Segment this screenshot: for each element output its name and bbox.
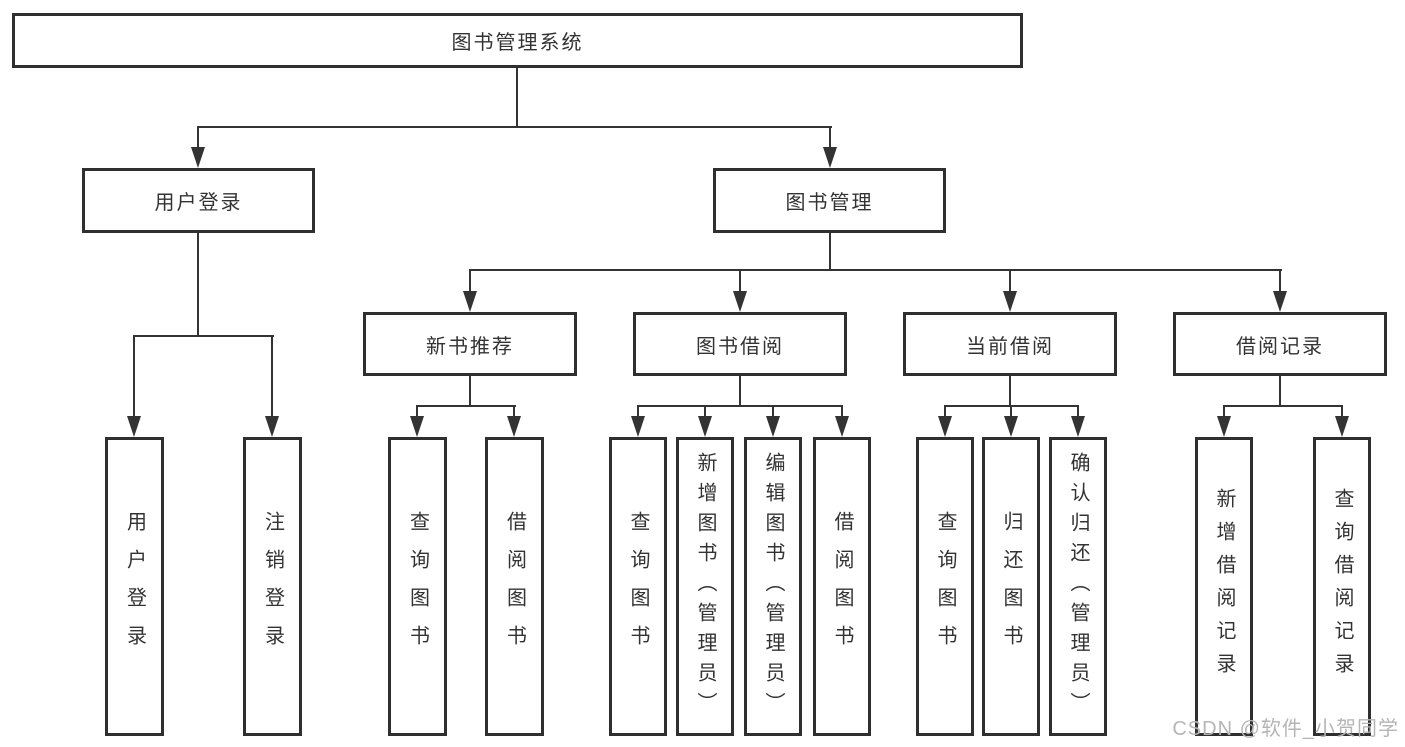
connector-drop-current-borrowing bbox=[1009, 270, 1011, 293]
node-library-management-system: 图书管理系统 bbox=[12, 13, 1023, 68]
node-label: 新书推荐 bbox=[426, 335, 514, 358]
leaf-label: 借阅图书 bbox=[831, 510, 853, 663]
connector-drop-br-query bbox=[1341, 406, 1343, 418]
connector-drop-cb-return bbox=[1010, 406, 1012, 418]
node-label: 用户登录 bbox=[154, 192, 243, 214]
arrowhead-leaf-user-login bbox=[127, 416, 141, 437]
connector-user-login-rail bbox=[133, 335, 274, 337]
leaf-add-book-admin: 新增图书（管理员） bbox=[676, 437, 734, 736]
arrowhead-br-add bbox=[1217, 416, 1231, 437]
leaf-borrowing-query-books: 查询图书 bbox=[609, 437, 667, 736]
leaf-current-query-books: 查询图书 bbox=[916, 437, 974, 736]
leaf-label: 查询图书 bbox=[934, 510, 956, 663]
leaf-return-books: 归还图书 bbox=[982, 437, 1040, 736]
arrowhead-book-management bbox=[823, 147, 837, 168]
connector-drop-book-management bbox=[829, 127, 831, 149]
arrowhead-bb-borrow bbox=[835, 416, 849, 437]
arrowhead-cb-confirm bbox=[1071, 416, 1085, 437]
connector-borrowing-records-stem bbox=[1279, 376, 1281, 407]
connector-drop-new-book-recommend bbox=[469, 270, 471, 293]
arrowhead-recommend-query bbox=[410, 416, 424, 437]
connector-drop-bb-add bbox=[704, 406, 706, 418]
connector-current-borrowing-stem bbox=[1009, 376, 1011, 407]
leaf-recommend-borrow-books: 借阅图书 bbox=[485, 437, 544, 736]
leaf-label: 借阅图书 bbox=[503, 510, 526, 663]
node-new-book-recommend: 新书推荐 bbox=[363, 312, 577, 376]
connector-drop-book-borrowing bbox=[739, 270, 741, 293]
connector-drop-bb-query bbox=[637, 406, 639, 418]
leaf-label: 注销登录 bbox=[261, 510, 284, 663]
connector-root-rail bbox=[197, 126, 832, 128]
connector-drop-borrowing-records bbox=[1279, 270, 1281, 293]
node-label: 当前借阅 bbox=[966, 335, 1054, 358]
leaf-logout: 注销登录 bbox=[243, 437, 302, 736]
arrowhead-current-borrowing bbox=[1003, 291, 1017, 312]
connector-drop-leaf-user-login bbox=[133, 336, 135, 418]
arrowhead-recommend-borrow bbox=[507, 416, 521, 437]
leaf-label: 新增图书（管理员） bbox=[694, 451, 716, 722]
connector-root-stem bbox=[516, 68, 518, 127]
node-book-management: 图书管理 bbox=[713, 168, 946, 233]
connector-drop-user-login bbox=[197, 127, 199, 149]
leaf-add-borrow-record: 新增借阅记录 bbox=[1195, 437, 1253, 736]
connector-new-book-recommend-stem bbox=[469, 376, 471, 407]
arrowhead-bb-add bbox=[698, 416, 712, 437]
node-label: 借阅记录 bbox=[1236, 335, 1324, 358]
connector-new-book-recommend-rail bbox=[416, 405, 516, 407]
leaf-label: 新增借阅记录 bbox=[1213, 487, 1235, 686]
leaf-label: 归还图书 bbox=[1000, 510, 1022, 663]
node-book-borrowing: 图书借阅 bbox=[633, 312, 847, 376]
leaf-label: 查询图书 bbox=[627, 510, 649, 663]
arrowhead-br-query bbox=[1335, 416, 1349, 437]
connector-drop-bb-edit bbox=[772, 406, 774, 418]
connector-book-management-rail bbox=[469, 269, 1282, 271]
csdn-watermark: CSDN @软件_小贺同学 bbox=[1172, 718, 1399, 740]
connector-drop-recommend-borrow bbox=[513, 406, 515, 418]
arrowhead-bb-edit bbox=[766, 416, 780, 437]
connector-drop-br-add bbox=[1223, 406, 1225, 418]
connector-borrowing-records-rail bbox=[1223, 405, 1343, 407]
arrowhead-bb-query bbox=[631, 416, 645, 437]
leaf-recommend-query-books: 查询图书 bbox=[388, 437, 447, 736]
arrowhead-user-login bbox=[191, 147, 205, 168]
node-label: 图书借阅 bbox=[696, 335, 784, 358]
connector-book-borrowing-stem bbox=[739, 376, 741, 407]
leaf-label: 用户登录 bbox=[123, 510, 146, 663]
connector-book-borrowing-rail bbox=[637, 405, 843, 407]
node-current-borrowing: 当前借阅 bbox=[903, 312, 1117, 376]
connector-book-management-stem bbox=[829, 233, 831, 271]
leaf-borrowing-borrow-books: 借阅图书 bbox=[813, 437, 871, 736]
arrowhead-leaf-logout bbox=[265, 416, 279, 437]
leaf-query-borrow-record: 查询借阅记录 bbox=[1313, 437, 1371, 736]
arrowhead-borrowing-records bbox=[1273, 291, 1287, 312]
arrowhead-new-book-recommend bbox=[463, 291, 477, 312]
arrowhead-cb-query bbox=[938, 416, 952, 437]
connector-drop-recommend-query bbox=[416, 406, 418, 418]
leaf-confirm-return-admin: 确认归还（管理员） bbox=[1049, 437, 1107, 736]
connector-user-login-stem bbox=[197, 233, 199, 336]
node-user-login: 用户登录 bbox=[82, 168, 315, 233]
leaf-label: 编辑图书（管理员） bbox=[762, 451, 784, 722]
arrowhead-book-borrowing bbox=[733, 291, 747, 312]
node-label: 图书管理系统 bbox=[451, 32, 584, 54]
leaf-user-login: 用户登录 bbox=[105, 437, 164, 736]
connector-drop-cb-confirm bbox=[1077, 406, 1079, 418]
leaf-label: 查询图书 bbox=[406, 510, 429, 663]
leaf-edit-book-admin: 编辑图书（管理员） bbox=[744, 437, 802, 736]
node-borrowing-records: 借阅记录 bbox=[1173, 312, 1387, 376]
leaf-label: 确认归还（管理员） bbox=[1067, 451, 1089, 722]
arrowhead-cb-return bbox=[1004, 416, 1018, 437]
connector-drop-bb-borrow bbox=[841, 406, 843, 418]
node-label: 图书管理 bbox=[785, 192, 874, 214]
connector-drop-cb-query bbox=[944, 406, 946, 418]
leaf-label: 查询借阅记录 bbox=[1331, 487, 1353, 686]
connector-drop-leaf-logout bbox=[271, 336, 273, 418]
